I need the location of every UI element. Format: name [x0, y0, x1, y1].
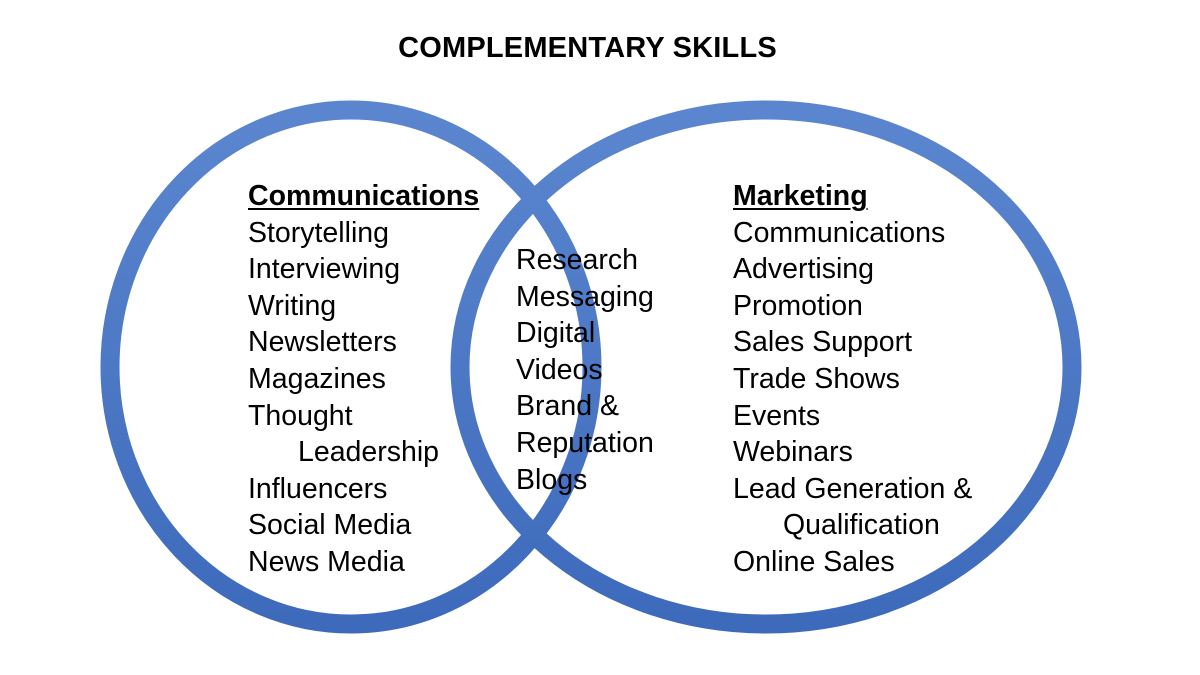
list-item: Influencers — [248, 472, 388, 505]
marketing-column: Marketing Communications Advertising Pro… — [733, 178, 972, 581]
list-item: Digital — [516, 317, 596, 350]
list-item: Sales Support — [733, 326, 913, 359]
list-item: Qualification — [783, 509, 940, 542]
marketing-heading: Marketing — [733, 180, 868, 212]
list-item: Videos — [516, 353, 603, 386]
communications-column: Communications Storytelling Interviewing… — [248, 178, 479, 581]
shared-skills-column: Research Messaging Digital Videos Brand … — [516, 242, 654, 498]
list-item: Writing — [248, 289, 337, 322]
list-item: Communications — [733, 216, 946, 249]
communications-heading: Communications — [248, 180, 480, 212]
list-item: Magazines — [248, 362, 386, 395]
list-item: Storytelling — [248, 216, 389, 249]
list-item: Blogs — [516, 463, 588, 496]
list-item: Interviewing — [248, 253, 401, 286]
list-item: Reputation — [516, 426, 654, 459]
list-item: Newsletters — [248, 326, 397, 359]
right-circle — [450, 100, 1082, 634]
list-item: Social Media — [248, 509, 412, 542]
list-item: Lead Generation & — [733, 472, 973, 505]
list-item: Events — [733, 399, 821, 432]
list-item: News Media — [248, 545, 405, 578]
list-item: Trade Shows — [733, 362, 900, 395]
list-item: Advertising — [733, 253, 874, 286]
list-item: Webinars — [733, 436, 853, 469]
list-item: Brand & — [516, 390, 619, 423]
list-item: Online Sales — [733, 545, 895, 578]
list-item: Research — [516, 244, 638, 276]
list-item: Promotion — [733, 289, 863, 322]
list-item: Messaging — [516, 280, 654, 313]
list-item: Thought — [248, 399, 353, 432]
list-item: Leadership — [298, 436, 440, 469]
diagram-title: COMPLEMENTARY SKILLS — [398, 32, 777, 64]
left-circle — [100, 100, 602, 634]
